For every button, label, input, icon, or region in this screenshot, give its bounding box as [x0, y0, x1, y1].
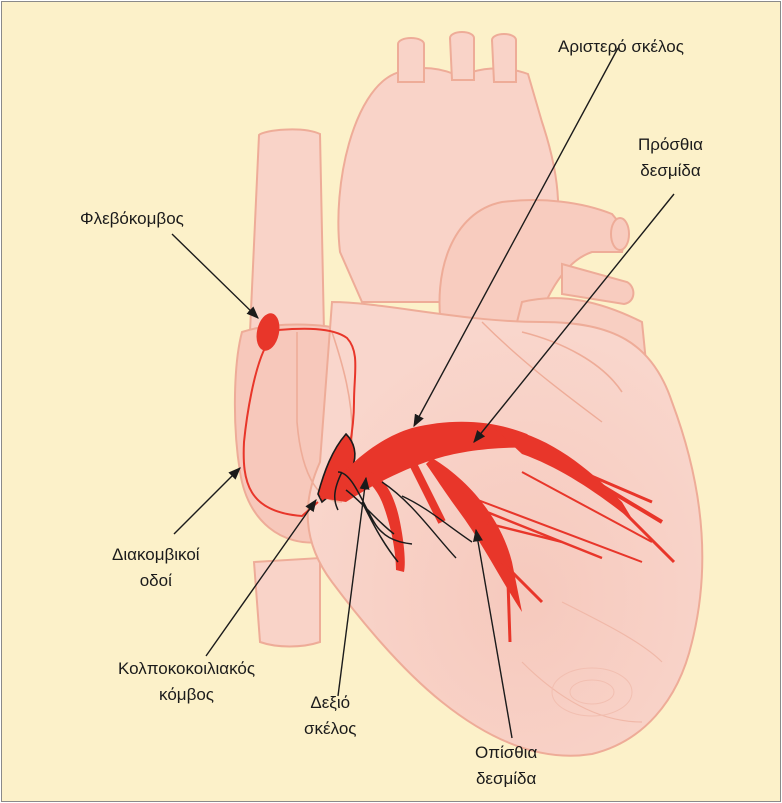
- label-internodal: Διακομβικοί οδοί: [112, 542, 200, 594]
- heart-illustration: [235, 32, 702, 756]
- pointer-sa-node: [172, 234, 258, 318]
- pulmonary-branch: [611, 218, 629, 250]
- pointer-internodal: [174, 468, 240, 534]
- label-anterior-fascicle: Πρόσθια δεσμίδα: [638, 132, 703, 184]
- pulmonary-vein: [562, 264, 633, 304]
- label-av-node: Κολποκοκοιλιακός κόμβος: [118, 656, 255, 708]
- label-sa-node: Φλεβόκομβος: [80, 206, 184, 232]
- label-left-bundle: Αριστερό σκέλος: [558, 34, 684, 60]
- superior-vena-cava: [250, 129, 324, 335]
- label-right-bundle: Δεξιό σκέλος: [304, 690, 356, 742]
- label-posterior-fascicle: Οπίσθια δεσμίδα: [475, 740, 537, 792]
- inferior-vena-cava: [254, 558, 320, 647]
